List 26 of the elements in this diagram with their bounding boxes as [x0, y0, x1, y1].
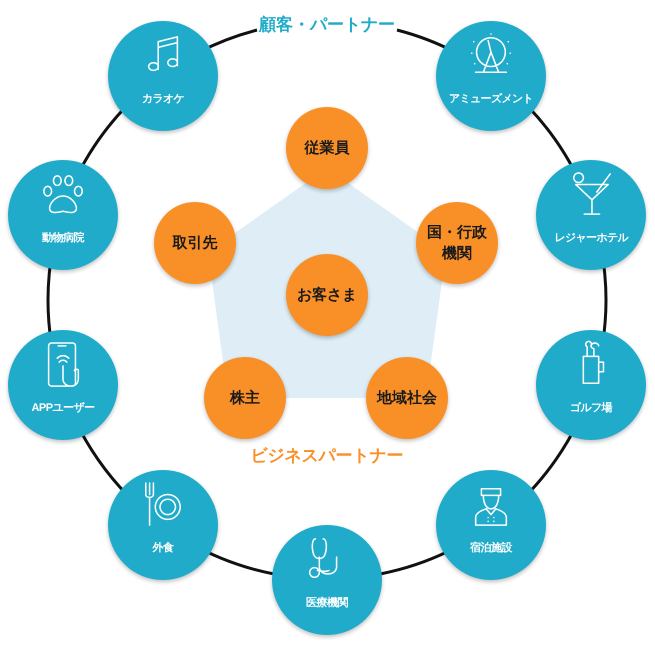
stakeholder-circle — [154, 202, 236, 284]
node-label: APPユーザー — [30, 401, 96, 415]
node-label: 動物病院 — [41, 230, 86, 245]
node-label: 宿泊施設 — [469, 540, 514, 555]
category-circle — [436, 21, 546, 131]
node-label: ゴルフ場 — [569, 401, 614, 415]
stakeholder-circle — [366, 357, 448, 439]
node-label: 株主 — [228, 388, 261, 408]
node-label: 取引先 — [171, 234, 218, 254]
group-heading: 顧客・パートナー — [258, 14, 396, 36]
node-label: 国・行政機関 — [426, 223, 488, 264]
stakeholder-circle — [286, 107, 368, 189]
node-label: 外食 — [151, 540, 175, 555]
stakeholder-circle — [416, 202, 498, 284]
category-circle — [108, 21, 218, 131]
category-circle — [108, 470, 218, 580]
node-label: レジャーホテル — [553, 231, 630, 245]
stakeholder-circle — [204, 357, 286, 439]
node-label: 地域社会 — [376, 388, 438, 408]
node-label: カラオケ — [141, 92, 185, 106]
category-circle — [436, 470, 546, 580]
group-heading: ビジネスパートナー — [250, 445, 404, 466]
node-label: アミューズメント — [448, 92, 534, 106]
node-label: お客さま — [296, 286, 358, 306]
node-label: 医療機関 — [305, 596, 349, 610]
node-label: 従業員 — [303, 138, 350, 158]
